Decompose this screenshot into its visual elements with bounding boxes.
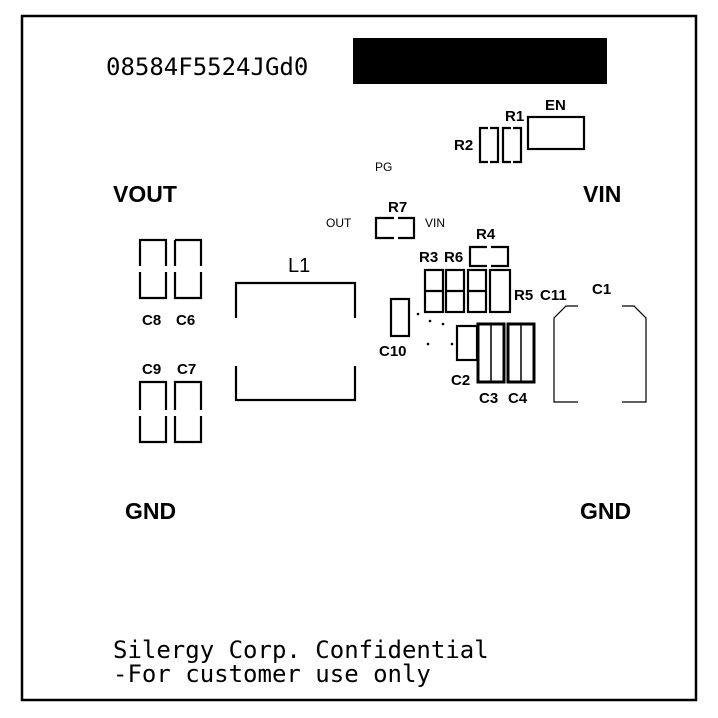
pad-r2: [478, 126, 500, 164]
net-label-vin: VIN: [583, 181, 621, 207]
pad-c3: [476, 322, 506, 384]
ref-r7: R7: [388, 199, 407, 216]
ref-c4: C4: [508, 390, 528, 407]
en-connector-outline: [526, 115, 586, 151]
pad-c7: [173, 380, 203, 444]
ref-r4: R4: [476, 226, 496, 243]
ref-c7: C7: [177, 361, 196, 378]
net-label-vout: VOUT: [113, 181, 177, 207]
cap-c1-outline: [553, 305, 647, 403]
ref-c2: C2: [451, 372, 470, 389]
ref-c10: C10: [379, 343, 407, 360]
pad-c4: [506, 322, 536, 384]
net-label-pg: PG: [375, 160, 392, 174]
board-outline: [20, 14, 698, 702]
ref-c11: C11: [540, 287, 567, 304]
pad-c9: [138, 380, 168, 444]
ref-l1: L1: [288, 255, 310, 277]
ref-r5: R5: [514, 287, 533, 304]
net-label-en: EN: [545, 97, 566, 114]
net-label-out-small: OUT: [326, 216, 352, 230]
ic-footprint-marks: [416, 312, 454, 346]
net-label-vin-small: VIN: [425, 216, 445, 230]
net-label-gnd-left: GND: [125, 498, 176, 524]
footer-confidential: Silergy Corp. Confidential: [113, 636, 489, 664]
pad-r1: [501, 126, 523, 164]
ref-c6: C6: [176, 312, 195, 329]
ref-r6: R6: [444, 249, 463, 266]
ref-r2: R2: [454, 137, 473, 154]
board-id-code: 08584F5524JGd0: [106, 53, 308, 81]
ref-c3: C3: [479, 390, 498, 407]
pad-r3: [423, 268, 445, 314]
pad-r6: [444, 268, 466, 314]
redaction-bar: [353, 38, 607, 84]
pad-r7: [374, 216, 416, 240]
pad-c6: [173, 238, 203, 300]
ref-c1: C1: [592, 281, 611, 298]
pad-c2: [455, 324, 479, 362]
footer-customer-use: -For customer use only: [113, 660, 431, 688]
ref-c8: C8: [142, 312, 161, 329]
ref-r3: R3: [419, 249, 438, 266]
pad-r4: [468, 245, 510, 268]
ref-c9: C9: [142, 361, 161, 378]
pad-r5: [488, 268, 512, 314]
net-label-gnd-right: GND: [580, 498, 631, 524]
ref-r1: R1: [505, 108, 524, 125]
inductor-l1-outline: [234, 281, 357, 402]
pad-r5a: [466, 268, 488, 314]
pad-c10: [389, 297, 411, 338]
pad-c8: [138, 238, 168, 300]
